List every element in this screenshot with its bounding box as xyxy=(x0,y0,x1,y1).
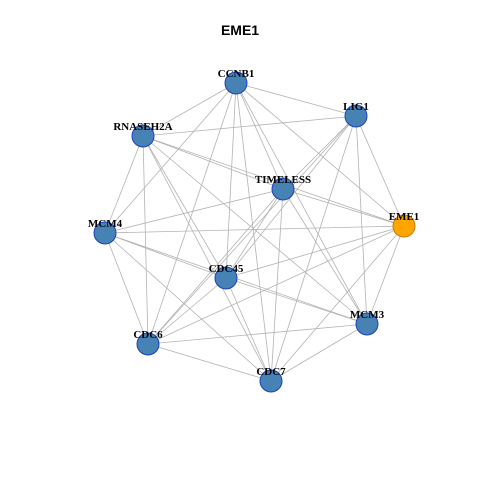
node-mcm4: MCM4 xyxy=(88,218,123,245)
node-circle xyxy=(344,104,368,128)
node-lig1: LIG1 xyxy=(343,101,369,128)
edge-lig1-cdc6 xyxy=(147,115,357,345)
edge-rnaseh2a-mcm3 xyxy=(142,135,368,325)
edge-layer xyxy=(104,82,405,382)
node-label: CDC6 xyxy=(133,329,163,341)
node-label: MCM4 xyxy=(88,218,123,230)
edge-ccnb1-mcm4 xyxy=(104,82,237,234)
node-circle xyxy=(136,332,160,356)
edge-lig1-mcm3 xyxy=(355,115,368,325)
node-circle xyxy=(355,312,379,336)
node-cdc45: CDC45 xyxy=(209,263,244,290)
node-eme1: EME1 xyxy=(389,211,420,238)
node-label: TIMELESS xyxy=(255,174,311,186)
edge-rnaseh2a-cdc45 xyxy=(142,135,227,279)
node-label: CCNB1 xyxy=(218,68,255,80)
node-ccnb1: CCNB1 xyxy=(218,68,255,95)
node-label: MCM3 xyxy=(350,309,385,321)
edge-timeless-cdc45 xyxy=(225,188,284,279)
edge-timeless-eme1 xyxy=(282,188,405,227)
edge-mcm3-cdc7 xyxy=(270,323,368,382)
node-rnaseh2a: RNASEH2A xyxy=(113,121,173,148)
node-circle xyxy=(93,221,117,245)
edge-rnaseh2a-timeless xyxy=(142,135,284,190)
node-cdc6: CDC6 xyxy=(133,329,163,356)
node-circle xyxy=(259,369,283,393)
edge-rnaseh2a-mcm4 xyxy=(104,135,144,234)
node-cdc7: CDC7 xyxy=(256,366,286,393)
edge-ccnb1-mcm3 xyxy=(235,82,368,325)
edge-mcm4-cdc7 xyxy=(104,232,272,382)
edge-eme1-mcm4 xyxy=(104,225,405,234)
node-mcm3: MCM3 xyxy=(350,309,385,336)
edge-lig1-timeless xyxy=(282,115,357,190)
edge-ccnb1-cdc6 xyxy=(147,82,237,345)
edge-cdc45-cdc6 xyxy=(147,277,227,345)
figure-title: EME1 xyxy=(220,22,260,38)
node-label: CDC7 xyxy=(256,366,286,378)
edge-cdc6-cdc7 xyxy=(147,343,272,382)
edge-cdc45-cdc7 xyxy=(225,277,272,382)
edge-mcm4-cdc6 xyxy=(104,232,149,345)
edge-ccnb1-lig1 xyxy=(235,82,357,117)
node-timeless: TIMELESS xyxy=(255,174,311,201)
edge-lig1-rnaseh2a xyxy=(142,115,357,137)
edge-eme1-mcm3 xyxy=(366,225,405,325)
edge-ccnb1-cdc7 xyxy=(235,82,272,382)
edge-lig1-cdc7 xyxy=(270,115,357,382)
edge-lig1-eme1 xyxy=(355,115,405,227)
edge-ccnb1-cdc45 xyxy=(225,82,237,279)
edge-eme1-cdc45 xyxy=(225,225,405,279)
node-label: CDC45 xyxy=(209,263,244,275)
edge-mcm4-cdc45 xyxy=(104,232,227,279)
edge-timeless-mcm3 xyxy=(282,188,368,325)
edge-ccnb1-timeless xyxy=(235,82,284,190)
edge-rnaseh2a-eme1 xyxy=(142,135,405,227)
node-circle xyxy=(214,266,238,290)
edge-rnaseh2a-cdc6 xyxy=(142,135,149,345)
node-circle xyxy=(271,177,295,201)
edge-timeless-mcm4 xyxy=(104,188,284,234)
edge-mcm3-cdc6 xyxy=(147,323,368,345)
node-circle xyxy=(392,214,416,238)
edge-ccnb1-rnaseh2a xyxy=(142,82,237,137)
node-circle xyxy=(131,124,155,148)
edge-cdc45-mcm3 xyxy=(225,277,368,325)
edge-timeless-cdc7 xyxy=(270,188,284,382)
node-label: EME1 xyxy=(389,211,420,223)
edge-timeless-cdc6 xyxy=(147,188,284,345)
node-label: LIG1 xyxy=(343,101,369,113)
node-circle xyxy=(224,71,248,95)
edge-ccnb1-eme1 xyxy=(235,82,405,227)
edge-eme1-cdc7 xyxy=(270,225,405,382)
edge-eme1-cdc6 xyxy=(147,225,405,345)
node-label: RNASEH2A xyxy=(113,121,172,133)
edge-rnaseh2a-cdc7 xyxy=(142,135,272,382)
